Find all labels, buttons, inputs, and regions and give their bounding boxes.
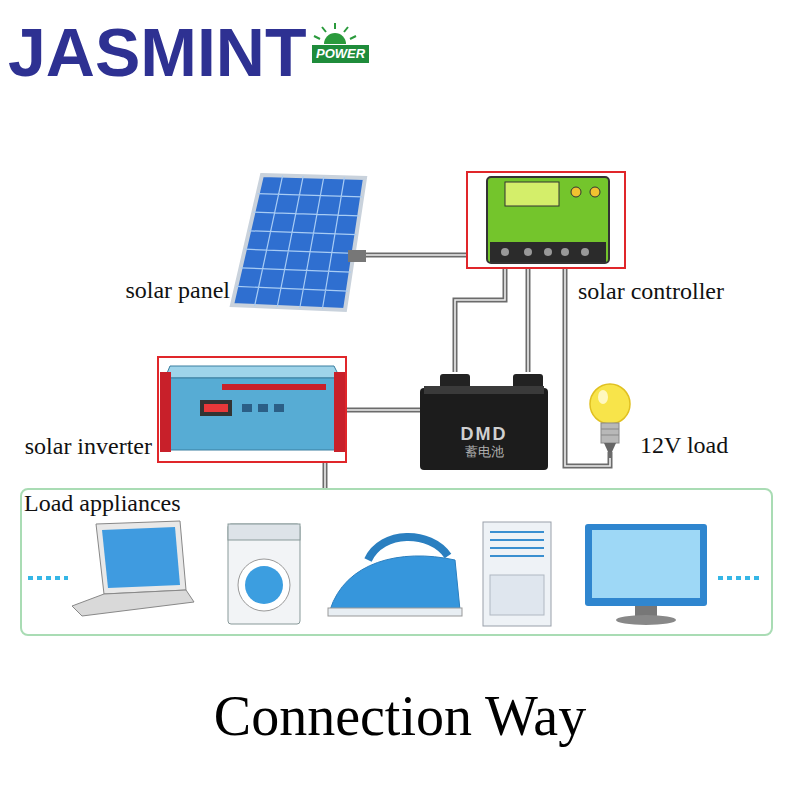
sun-rays — [314, 23, 356, 39]
inverter-endcap — [160, 372, 171, 452]
wire-stub — [608, 452, 613, 458]
inverter-button — [258, 404, 268, 412]
wire — [366, 255, 467, 256]
solar-inverter-picture — [158, 357, 346, 462]
monitor-screen — [592, 530, 700, 598]
terminal — [561, 248, 569, 256]
bulb-highlight — [598, 390, 608, 404]
brand-tag: POWER — [312, 45, 369, 63]
node-label: 12V load — [640, 432, 728, 460]
inverter-button — [274, 404, 284, 412]
controller-body — [487, 177, 609, 263]
terminal-strip — [490, 242, 606, 262]
inverter-endcap — [334, 372, 345, 452]
appliance-icons — [28, 521, 760, 626]
sun-disc — [324, 33, 346, 44]
wire-outer — [455, 268, 505, 372]
iron-soleplate — [328, 608, 462, 616]
node-label: solar panel — [125, 277, 230, 305]
wire-inner — [527, 268, 529, 372]
laptop-lid — [96, 521, 186, 594]
battery: DMD蓄电池 — [420, 372, 548, 470]
logo-sun — [314, 23, 356, 44]
brand-logo: JASMINT — [8, 18, 306, 86]
inverter-button — [242, 404, 252, 412]
wire-outer — [323, 462, 328, 488]
solar-panel: solar panel — [232, 175, 366, 310]
wire — [455, 268, 505, 372]
node-label: 蓄电池 — [465, 445, 504, 460]
iron-body — [330, 556, 460, 610]
terminal — [544, 248, 552, 256]
bulb-glass — [590, 384, 630, 424]
monitor-foot — [616, 615, 676, 625]
washer-body — [228, 524, 300, 624]
wire — [346, 410, 420, 411]
light-bulb: 12V load — [588, 382, 632, 458]
dotted-line — [718, 576, 760, 580]
load-appliances-panel: Load appliances — [20, 488, 773, 636]
bulb-tip — [604, 443, 616, 452]
inverter-stripe — [222, 384, 326, 390]
node-label: DMD — [461, 424, 508, 445]
air-conditioner-body — [483, 522, 551, 626]
washer-door — [238, 559, 290, 611]
node-label: solar controller — [578, 278, 724, 306]
inverter-front — [165, 378, 340, 450]
controller-button — [571, 187, 581, 197]
battery-body — [420, 388, 548, 470]
bulb-thread — [601, 429, 619, 435]
solar-controller: solar controller — [467, 172, 625, 268]
node-label: Load appliances — [24, 490, 181, 518]
wire-outer — [526, 268, 531, 372]
terminal — [501, 248, 509, 256]
air-conditioner-panel — [490, 575, 544, 615]
wire-inner — [324, 462, 326, 488]
solar-inverter: solar inverter — [158, 357, 346, 462]
wire-outer — [346, 408, 420, 413]
panel-terminal — [348, 250, 366, 262]
laptop-base — [72, 590, 194, 616]
battery-picture — [420, 374, 548, 470]
wire-outer — [366, 253, 467, 258]
monitor-frame — [585, 524, 707, 606]
battery-lid — [424, 386, 544, 394]
light-bulb-picture — [590, 384, 630, 458]
solar-controller-picture — [467, 172, 625, 268]
wire — [325, 462, 326, 488]
highlight-frame — [467, 172, 625, 268]
washer-glass — [245, 566, 283, 604]
terminal — [524, 248, 532, 256]
bulb-base — [601, 423, 619, 443]
wire — [528, 268, 529, 372]
air-conditioner-vents — [490, 532, 544, 556]
iron-handle — [368, 537, 448, 560]
solar-panel-picture — [232, 175, 366, 310]
inverter-digits — [204, 404, 228, 412]
monitor-stand — [635, 606, 657, 616]
highlight-frame — [158, 357, 346, 462]
panel-cells — [236, 176, 362, 309]
terminal — [581, 248, 589, 256]
controller-button — [590, 187, 600, 197]
wire-inner — [455, 268, 505, 372]
washer-panel — [228, 524, 300, 540]
inverter-top — [165, 366, 340, 378]
panel-frame — [232, 175, 365, 310]
wire-inner — [366, 254, 467, 256]
dotted-line — [28, 576, 68, 580]
controller-lcd — [505, 182, 559, 206]
inverter-display — [200, 400, 232, 416]
node-label: solar inverter — [25, 433, 152, 461]
wire-inner — [346, 409, 420, 411]
laptop-screen — [102, 527, 180, 588]
caption: Connection Way — [0, 684, 800, 748]
